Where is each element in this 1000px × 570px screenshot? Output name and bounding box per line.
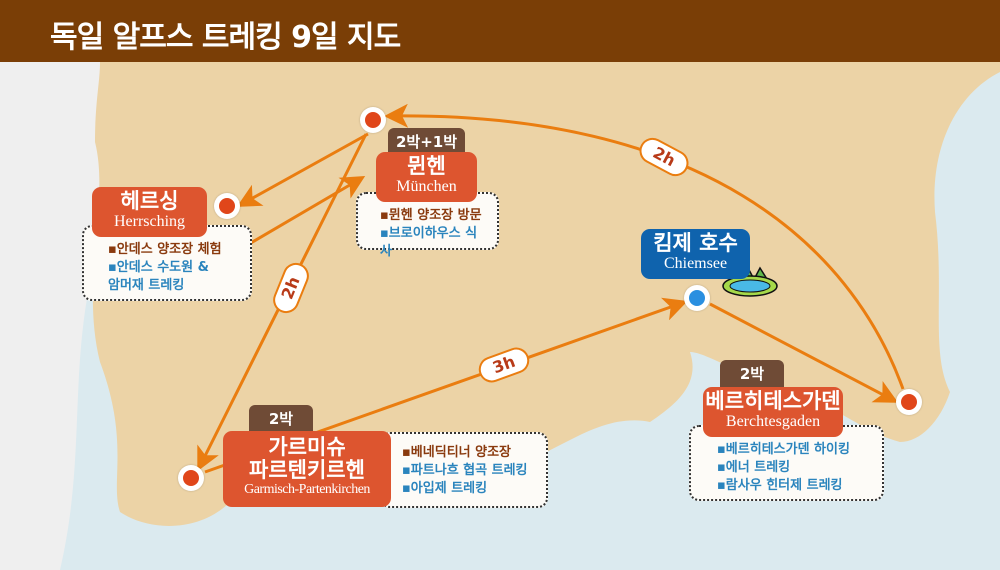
chiemsee-name-ko: 킴제 호수 [653,231,738,255]
chiemsee-label[interactable]: 킴제 호수 Chiemsee [641,229,750,279]
activity: ▪파트나흐 협곡 트레킹 [402,463,528,478]
activity: ▪에너 트레킹 [717,460,791,475]
chiemsee-name-en: Chiemsee [663,255,728,273]
garmisch-name-en: Garmisch-Partenkirchen [244,482,370,498]
herrsching-label[interactable]: 헤르싱 Herrsching [92,187,207,237]
land [92,62,1000,526]
garmisch-name-ko-1: 가르미슈 [268,435,346,459]
munich-name-ko: 뮌헨 [407,154,446,178]
berchtesgaden-name-ko: 베르히테스가덴 [705,389,841,413]
activity: ▪브로이하우스 식사 [380,226,478,259]
garmisch-name-ko-2: 파르텐키르헨 [249,458,365,483]
chiemsee-marker[interactable] [684,285,710,311]
page-title: 독일 알프스 트레킹 9일 지도 [0,0,1000,62]
berchtesgaden-name-en: Berchtesgaden [725,413,821,431]
herrsching-name-en: Herrsching [113,213,186,231]
activity: ▪람사우 힌터제 트레킹 [717,478,843,493]
herrsching-activities: ▪안데스 양조장 체험 ▪안데스 수도원 & 암머재 트레킹 [82,225,252,301]
activity: 암머재 트레킹 [108,278,185,293]
herrsching-name-ko: 헤르싱 [120,189,179,213]
route-chiemsee-berchtesgaden [709,302,899,403]
berchtesgaden-marker[interactable] [896,389,922,415]
munich-marker[interactable] [360,107,386,133]
left-land-gray [0,62,110,570]
activity: ▪뮌헨 양조장 방문 [380,208,482,223]
garmisch-marker[interactable] [178,465,204,491]
route-munich-herrsching [236,132,369,207]
berchtesgaden-label[interactable]: 베르히테스가덴 Berchtesgaden [703,387,843,437]
munich-name-en: München [396,178,457,196]
garmisch-activities: ▪베네딕티너 양조장 ▪파트나흐 협곡 트레킹 ▪아입제 트레킹 [380,432,548,508]
route-berchtesgaden-munich [384,103,905,390]
activity: ▪안데스 수도원 & [108,260,209,275]
munich-stay-badge: 2박+1박 [388,128,465,154]
berchtesgaden-stay-badge: 2박 [720,360,784,388]
munich-label[interactable]: 뮌헨 München [376,152,477,202]
herrsching-marker[interactable] [214,193,240,219]
activity: ▪안데스 양조장 체험 [108,242,222,257]
garmisch-stay-badge: 2박 [249,405,313,433]
activity: ▪아입제 트레킹 [402,481,488,496]
berchtesgaden-activities: ▪베르히테스가덴 하이킹 ▪에너 트레킹 ▪람사우 힌터제 트레킹 [689,425,884,501]
activity: ▪베르히테스가덴 하이킹 [717,442,850,457]
activity: ▪베네딕티너 양조장 [402,445,512,460]
garmisch-label[interactable]: 가르미슈 파르텐키르헨 Garmisch-Partenkirchen [223,431,391,507]
